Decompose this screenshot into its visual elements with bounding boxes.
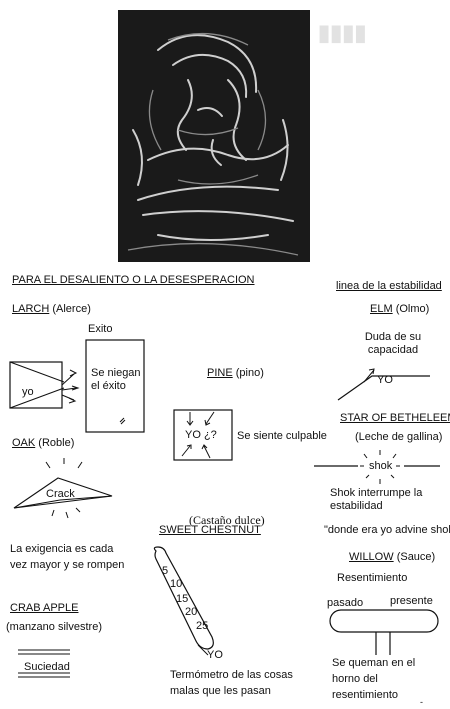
oak-diagram [13, 458, 113, 519]
bleed-through-text: ▮▮▮▮ [318, 20, 367, 45]
oak-caption: La exigencia es cada vez mayor y se romp… [10, 543, 125, 571]
willow-subtitle: Resentimiento [337, 572, 408, 584]
oak-common: (Roble) [38, 437, 75, 449]
chestnut-note: (Castaño dulce) [189, 513, 265, 527]
page-corner-mark: - [420, 697, 423, 707]
chestnut-scale-25: 25 [196, 620, 209, 632]
main-heading: PARA EL DESALIENTO O LA DESESPERACION [12, 274, 255, 286]
stability-heading: linea de la estabilidad [336, 280, 442, 292]
chestnut-thermometer [153, 546, 214, 656]
chestnut-caption: Termómetro de las cosas malas que les pa… [170, 669, 293, 697]
star-center: shok [369, 460, 393, 472]
pine-diagram [173, 409, 233, 461]
pine-title: PINE (pino) [207, 367, 264, 380]
larch-name: LARCH [12, 303, 50, 315]
chestnut-scale-5: 5 [162, 565, 169, 577]
star-caption-2: "donde era yo advine shok" [324, 524, 450, 536]
star-name: STAR OF BETHELEEM [340, 412, 450, 424]
chestnut-scale-15: 15 [176, 593, 189, 605]
elm-title: ELM (Olmo) [370, 303, 429, 316]
larch-common: (Alerce) [52, 303, 91, 315]
elm-yo: YO [377, 374, 393, 386]
chestnut-yo: YO [207, 649, 223, 661]
willow-name: WILLOW [349, 551, 394, 563]
painting [118, 10, 310, 262]
willow-caption: Se queman en el horno del resentimiento [332, 655, 436, 703]
larch-exito-label: Exito [88, 323, 113, 335]
pine-name: PINE [207, 367, 233, 379]
crab-common: (manzano silvestre) [6, 621, 102, 633]
elm-caption: Duda de su capacidad [364, 331, 422, 356]
elm-name: ELM [370, 303, 393, 315]
larch-yo: yo [22, 386, 34, 398]
larch-title: LARCH (Alerce) [12, 303, 91, 316]
oak-crack: Crack [46, 488, 75, 500]
willow-past: pasado [327, 597, 364, 609]
chestnut-name: SWEET CHESTNUT [159, 524, 261, 536]
elm-common: (Olmo) [395, 303, 430, 315]
chestnut-scale-10: 10 [170, 578, 183, 590]
elm-diagram [337, 368, 430, 401]
crab-label: Suciedad [24, 661, 70, 673]
crab-name: CRAB APPLE [10, 602, 79, 614]
crab-lines [18, 649, 70, 678]
star-diagram [314, 450, 440, 484]
star-common: (Leche de gallina) [355, 431, 443, 443]
oak-name: OAK [12, 437, 36, 449]
larch-diagram [9, 339, 145, 433]
willow-present: presente [390, 595, 433, 607]
pine-common: (pino) [235, 367, 264, 379]
larch-caption: Se niegan el éxito [91, 367, 141, 392]
star-caption-1: Shok interrumpe la estabilidad [330, 487, 423, 512]
pine-caption: Se siente culpable [237, 430, 327, 442]
oak-title: OAK (Roble) [12, 437, 74, 450]
willow-common: (Sauce) [396, 551, 436, 563]
pine-box-text: YO ¿? [185, 429, 217, 441]
chestnut-scale-20: 20 [185, 606, 198, 618]
willow-title: WILLOW (Sauce) [349, 551, 435, 564]
